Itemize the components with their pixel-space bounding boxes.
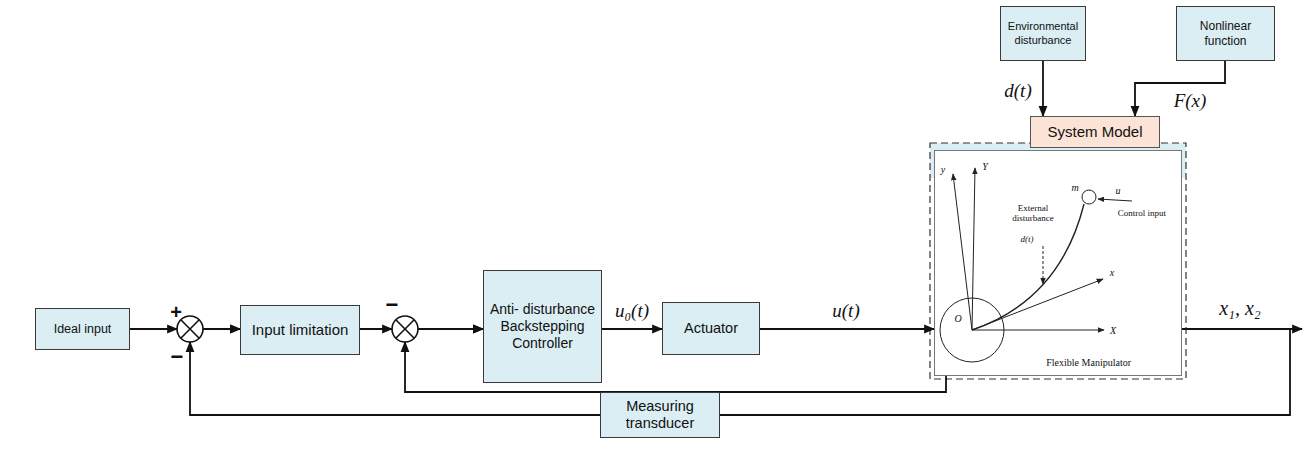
control-arrow bbox=[1098, 199, 1132, 201]
junction-cross bbox=[396, 320, 414, 338]
tip-mass bbox=[1082, 190, 1096, 204]
sign-plus: + bbox=[170, 301, 182, 323]
nonlinear-box: Nonlinear function bbox=[1176, 6, 1275, 61]
figure-note: Control input bbox=[1118, 209, 1166, 219]
axis-label: Y bbox=[982, 161, 988, 172]
output-arrow bbox=[1182, 328, 1302, 330]
sign-minus: − bbox=[171, 345, 184, 369]
axis-label: X bbox=[1110, 325, 1116, 336]
node-text: Actuator bbox=[684, 320, 738, 337]
node-text: Environmental disturbance bbox=[1006, 20, 1080, 46]
output-signal: x₁, x₂ bbox=[1219, 297, 1261, 319]
junction-inlet bbox=[189, 342, 191, 352]
manipulator-box: Flexible Manipulator bbox=[934, 150, 1182, 376]
node-text: System Model bbox=[1047, 123, 1142, 141]
sign-minus: − bbox=[386, 293, 399, 317]
signal-connector bbox=[602, 328, 662, 330]
signal-label: F(x) bbox=[1174, 91, 1207, 112]
model-box: System Model bbox=[1030, 116, 1160, 148]
actuator-box: Actuator bbox=[662, 302, 760, 355]
node-text: Anti- disturbance Backstepping Controlle… bbox=[489, 301, 596, 351]
node-text: Flexible Manipulator bbox=[1046, 357, 1131, 369]
disturbance-box: Environmental disturbance bbox=[1000, 6, 1086, 61]
signal-connector bbox=[1042, 61, 1044, 116]
signal-connector bbox=[720, 329, 1290, 415]
axis-label: y bbox=[941, 164, 945, 175]
system-region bbox=[930, 143, 1186, 379]
summing-junction bbox=[383, 316, 418, 352]
junction-inlet bbox=[404, 342, 406, 352]
signal-label: u(t) bbox=[832, 301, 859, 322]
node-text: Measuring transducer bbox=[606, 398, 714, 433]
disturbance-arrow bbox=[1043, 246, 1044, 284]
signal-connector bbox=[1135, 61, 1225, 116]
axis-label: O bbox=[954, 313, 961, 324]
flexible-arm bbox=[972, 204, 1084, 330]
node-text: Nonlinear function bbox=[1182, 19, 1269, 48]
illustration-ground bbox=[934, 150, 1182, 376]
figure-note: External disturbance bbox=[1004, 204, 1062, 224]
axis-y bbox=[953, 174, 972, 330]
node-text: Input limitation bbox=[252, 321, 349, 339]
figure-signal: u bbox=[1116, 185, 1121, 196]
signal-label: d(t) bbox=[1004, 81, 1031, 102]
axis-label: x bbox=[1110, 267, 1114, 278]
sensor-box: Measuring transducer bbox=[600, 392, 720, 438]
junction-cross bbox=[396, 320, 414, 338]
figure-signal: d(t) bbox=[1021, 235, 1034, 245]
process-box: Input limitation bbox=[240, 305, 360, 355]
signal-label: u₀(t) bbox=[615, 301, 649, 322]
mass-label: m bbox=[1071, 182, 1078, 193]
node-text: Ideal input bbox=[54, 322, 112, 337]
signal-connector bbox=[760, 328, 934, 330]
manipulator-figure bbox=[940, 168, 1132, 362]
junction-cross bbox=[181, 320, 199, 338]
junction-inlet bbox=[168, 328, 177, 330]
input-box: Ideal input bbox=[35, 308, 130, 350]
junction-cross bbox=[181, 320, 199, 338]
axis-Y bbox=[972, 168, 975, 330]
controller-box: Anti- disturbance Backstepping Controlle… bbox=[483, 270, 602, 383]
junction-inlet bbox=[383, 328, 392, 330]
junction-circle bbox=[392, 316, 418, 342]
axis-X bbox=[972, 330, 1104, 331]
